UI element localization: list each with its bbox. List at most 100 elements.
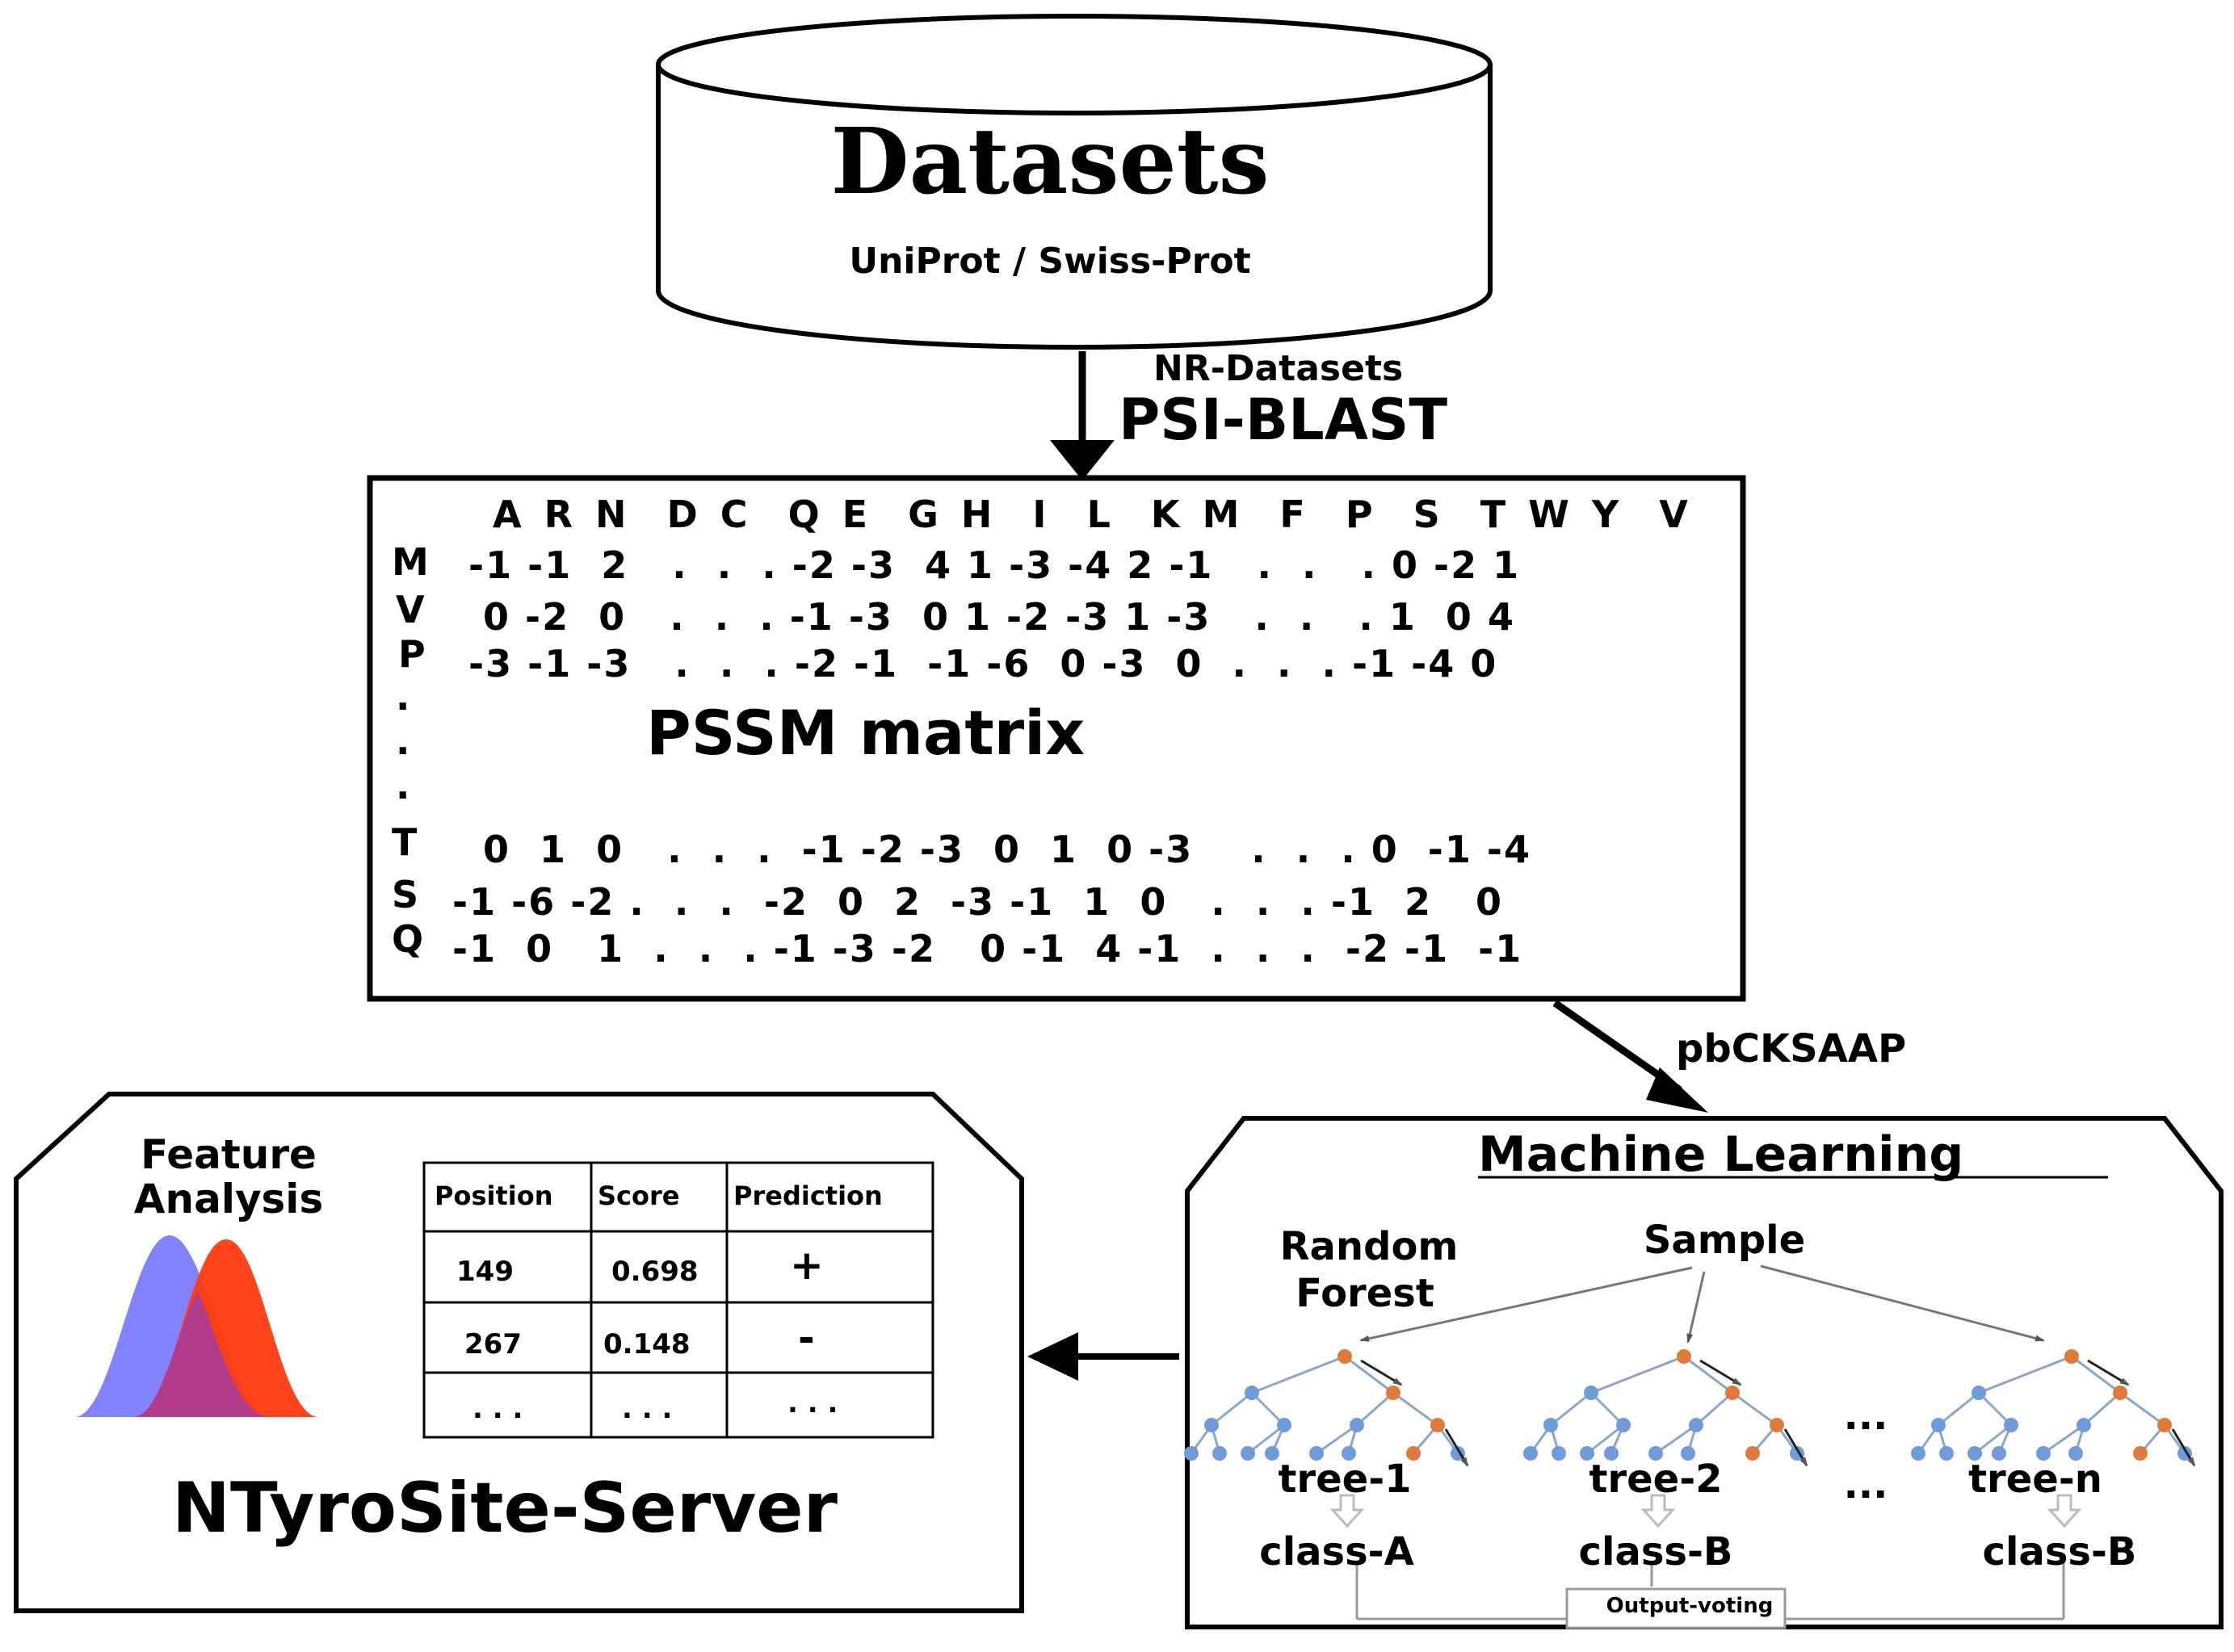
pssm-row-v: 0 -2 0 . . . -1 -3 0 1 -2 -3 1 -3 . . . … [468, 595, 1515, 639]
tree-node [1770, 1418, 1784, 1432]
tree-node [2068, 1446, 2083, 1461]
tree-node [1616, 1418, 1631, 1432]
tree-edge [1938, 1391, 1980, 1427]
tree-edge [1978, 1355, 2072, 1394]
density-curves [74, 1235, 319, 1417]
tree-1-label: tree-1 [1278, 1457, 1412, 1502]
trees-layer [1184, 1349, 2196, 1467]
decision-tree-1 [1184, 1349, 1469, 1467]
tree-edge [1356, 1391, 1394, 1427]
tree-node [2004, 1418, 2018, 1432]
tree-edge [1655, 1423, 1697, 1455]
table-cell-score-1: 0.698 [611, 1256, 699, 1288]
pssm-label: PSSM matrix [646, 697, 1086, 769]
tree-edge [1589, 1391, 1625, 1427]
decision-tree-2 [1523, 1349, 1808, 1467]
tree-node [1386, 1386, 1400, 1400]
tree-node [1604, 1446, 1619, 1461]
table-cell-prediction-3: . . . [787, 1387, 838, 1419]
tree-edge [2043, 1423, 2085, 1455]
tree-2-label: tree-2 [1589, 1457, 1723, 1502]
pssm-row-label-s: S [392, 873, 419, 916]
random-forest-line2: Forest [1295, 1271, 1434, 1316]
tree-class-arrows [1329, 1494, 2082, 1528]
tree-edge [1251, 1355, 1346, 1394]
pssm-row-label-v: V [396, 588, 425, 631]
tree-edge [1683, 1355, 1733, 1394]
decision-path-arrow [1783, 1428, 1808, 1467]
datasets-subtitle: UniProt / Swiss-Prot [849, 241, 1251, 282]
tree-node [2036, 1446, 2051, 1461]
tree-node [1689, 1418, 1703, 1432]
tree-node [1584, 1386, 1598, 1400]
pssm-box [367, 475, 1746, 1002]
nr-datasets-label: NR-Datasets [1153, 348, 1404, 389]
tree-node [1552, 1446, 1566, 1461]
server-name: NTyroSite-Server [171, 1468, 838, 1549]
tree-node [1265, 1446, 1279, 1461]
tree-edge [1392, 1391, 1438, 1427]
tree-node [1277, 1418, 1291, 1432]
sample-arrows [1359, 1264, 2045, 1344]
decision-path-arrow [1360, 1359, 1403, 1386]
tree-node [1972, 1386, 1986, 1400]
tree-node [1241, 1446, 1255, 1461]
tree-node [1212, 1446, 1227, 1461]
pssm-row-label-q: Q [392, 917, 424, 961]
tree-node [1677, 1349, 1691, 1364]
tree-node [1681, 1446, 1695, 1461]
decision-path-arrow [2171, 1428, 2196, 1467]
table-cell-prediction-1: + [790, 1242, 824, 1289]
tree-edge [2071, 1355, 2121, 1394]
datasets-title: Datasets [830, 109, 1270, 215]
class-b-label-1: class-B [1578, 1529, 1733, 1574]
pssm-row-p: -3 -1 -3 . . . -2 -1 -1 -6 0 -3 0 . . . … [468, 642, 1498, 686]
tree-edge [1211, 1391, 1253, 1427]
tree-node [1342, 1446, 1356, 1461]
table-cell-score-2: 0.148 [603, 1328, 691, 1361]
tree-edge [1732, 1391, 1778, 1427]
pssm-row-label-p: P [398, 632, 426, 676]
pssm-row-label-m: M [392, 540, 429, 584]
datasets-cylinder [656, 14, 1493, 350]
tree-edge [1695, 1391, 1733, 1427]
tree-node [1725, 1386, 1740, 1400]
tree-edge [1316, 1423, 1358, 1455]
random-forest-line1: Random [1279, 1224, 1459, 1269]
decision-tree-3 [1911, 1349, 2196, 1467]
class-b-label-2: class-B [1982, 1529, 2137, 1574]
pssm-row-s: -1 -6 -2 . . . -2 0 2 -3 -1 1 0 . . . -1… [452, 880, 1504, 924]
pssm-vdot-1: . [396, 675, 410, 719]
results-table-grid [422, 1161, 934, 1439]
ellipsis-top: ... [1843, 1394, 1888, 1439]
pssm-row-q: -1 0 1 . . . -1 -3 -2 0 -1 4 -1 . . . -2… [452, 927, 1523, 971]
table-cell-position-3: . . . [472, 1393, 523, 1425]
tree-edge [1250, 1391, 1286, 1427]
tree-node [2113, 1386, 2127, 1400]
tree-edge [1247, 1423, 1285, 1455]
ellipsis-bottom: ... [1843, 1462, 1888, 1507]
tree-node [1992, 1446, 2006, 1461]
table-header-position: Position [435, 1180, 553, 1211]
tree-edge [1586, 1423, 1624, 1455]
tree-edge [1977, 1391, 2013, 1427]
feature-label-line2: Analysis [133, 1176, 324, 1222]
tree-node [1309, 1446, 1324, 1461]
pssm-header: A R N D C Q E G H I L K M F P S T W Y V [493, 493, 1693, 536]
tree-node [1580, 1446, 1594, 1461]
tree-node [1406, 1446, 1421, 1461]
arrow-to-server [1027, 1332, 1179, 1381]
table-cell-prediction-2: - [798, 1314, 815, 1361]
pssm-row-label-t: T [392, 820, 418, 864]
decision-path-arrow [2087, 1359, 2130, 1386]
tree-node [2077, 1418, 2091, 1432]
tree-node [1648, 1446, 1663, 1461]
pssm-row-t: 0 1 0 . . . -1 -2 -3 0 1 0 -3 . . . 0 -1… [468, 828, 1531, 871]
tree-node [1967, 1446, 1982, 1461]
table-header-prediction: Prediction [733, 1180, 883, 1211]
tree-node [1350, 1418, 1364, 1432]
tree-edge [2119, 1391, 2165, 1427]
tree-node [1337, 1349, 1352, 1364]
tree-node [2157, 1418, 2172, 1432]
tree-edge [1344, 1355, 1394, 1394]
